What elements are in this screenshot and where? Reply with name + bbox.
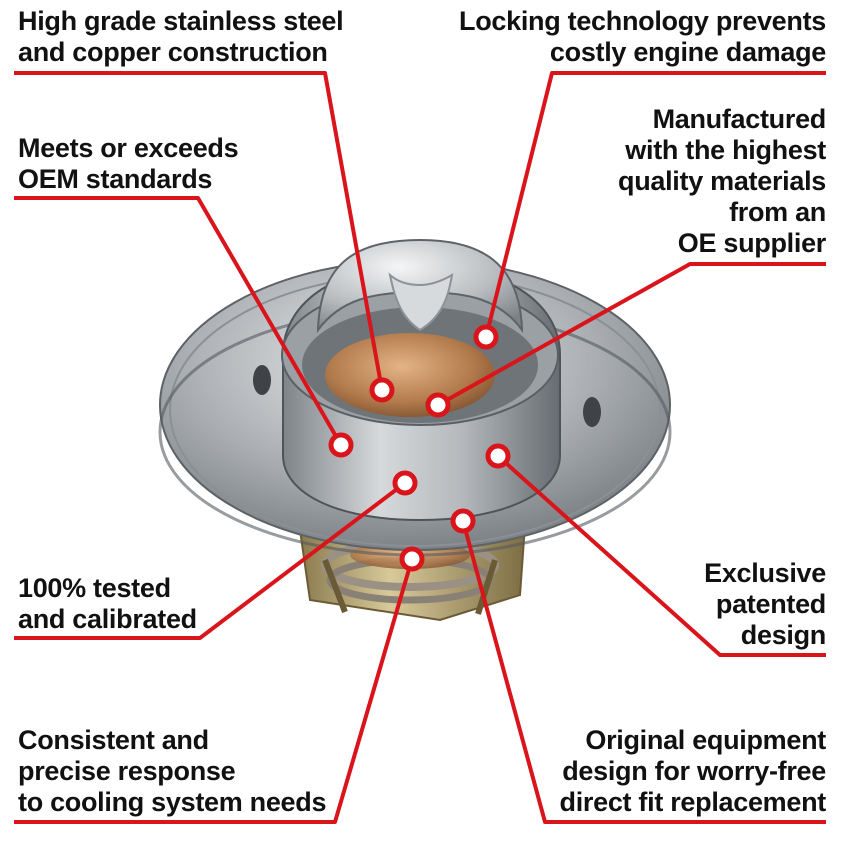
callout-locking: Locking technology prevents costly engin… [459,6,826,67]
callout-patented: Exclusive patented design [704,558,826,650]
marker-patented [485,443,511,469]
markers [328,324,511,572]
marker-stainless [369,377,395,403]
copper-pellet [325,333,495,417]
leader-lines [14,71,826,824]
marker-manufactured [425,392,451,418]
marker-oem [328,432,354,458]
leader-line-stainless [14,71,384,391]
flange-slot [253,365,271,395]
callout-manufactured: Manufactured with the highest quality ma… [618,104,826,258]
leader-line-locking [484,71,826,338]
callout-oem: Meets or exceeds OEM standards [18,133,239,194]
marker-original [450,508,476,534]
marker-tested [392,470,418,496]
leader-line-consistent [14,558,414,824]
leader-line-patented [496,454,826,657]
leader-line-manufactured [437,262,826,407]
marker-consistent [399,546,425,572]
leader-line-oem [14,196,343,447]
callout-consistent: Consistent and precise response to cooli… [18,725,327,817]
leader-line-tested [14,481,407,640]
callout-original: Original equipment design for worry-free… [559,725,827,817]
callout-stainless: High grade stainless steel and copper co… [18,6,344,67]
flange-slot [583,397,601,427]
marker-locking [473,324,499,350]
leader-line-original [461,520,826,824]
callout-tested: 100% tested and calibrated [18,573,197,634]
